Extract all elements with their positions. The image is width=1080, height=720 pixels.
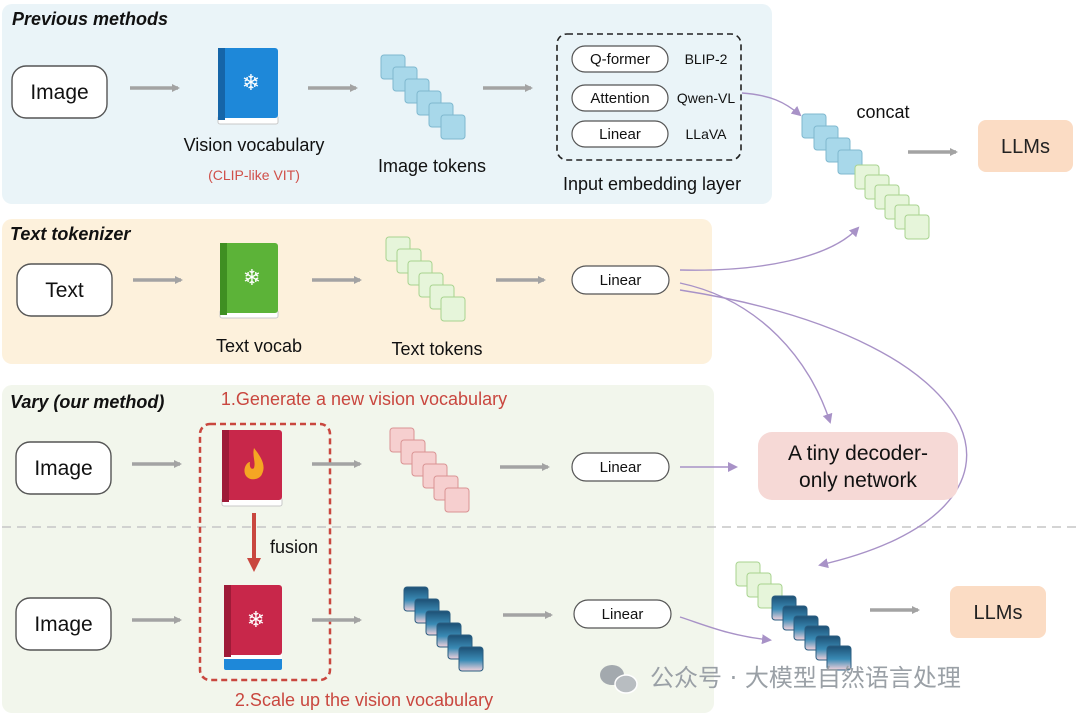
text-input-box — [16, 263, 113, 317]
image-input-box-vary1 — [15, 441, 112, 495]
attention-pill — [571, 84, 669, 112]
image-input-box-vary2 — [15, 597, 112, 651]
token-square — [444, 487, 470, 513]
vary-method-title: Vary (our method) — [10, 392, 164, 412]
linear-pill-vary1 — [571, 452, 670, 482]
linear-pill-text — [571, 265, 670, 295]
step2-label: 2.Scale up the vision vocabulary — [235, 690, 493, 710]
concat-label: concat — [856, 102, 909, 122]
wechat-icon — [600, 665, 638, 694]
image-input-label-vary2: Image — [34, 613, 92, 636]
watermark-text: 公众号 · 大模型自然语言处理 — [650, 664, 961, 692]
snowflake-icon: ❄ — [247, 608, 265, 633]
new-vision-tokens-stack — [389, 427, 470, 513]
token-square — [440, 296, 466, 322]
arrow-text-linear-to-concat — [679, 226, 860, 271]
tiny-decoder-network-box — [758, 432, 958, 500]
image-input-box-previous — [11, 65, 108, 119]
llm-label-top: LLMs — [1001, 136, 1050, 158]
concat-image-tokens-stack — [801, 113, 863, 175]
snowflake-icon: ❄ — [243, 266, 261, 291]
step1-label: 1.Generate a new vision vocabulary — [221, 389, 507, 409]
clip-like-vit-label: (CLIP-like VIT) — [208, 167, 300, 183]
text-tokenizer-title: Text tokenizer — [10, 224, 131, 244]
linear-pill-vary2 — [573, 599, 672, 629]
fused-vision-tokens-stack — [771, 595, 852, 671]
llava-label: LLaVA — [686, 126, 728, 142]
linear-label-vary1: Linear — [600, 459, 642, 476]
arrow-text-linear-to-fused-stack — [679, 289, 968, 569]
scaled-vision-tokens-stack — [403, 586, 484, 672]
image-tokens-stack — [380, 54, 466, 140]
arrow-linear-to-fused-stack — [679, 616, 772, 645]
llm-box-bottom — [950, 586, 1046, 638]
text-tokens-label: Text tokens — [391, 339, 482, 359]
input-embedding-layer-box — [556, 33, 742, 161]
fusion-label: fusion — [270, 537, 318, 557]
q-former-label: Q-former — [590, 51, 650, 68]
token-square — [458, 646, 484, 672]
token-square — [826, 645, 852, 671]
decoder-label-line2: only network — [799, 469, 917, 492]
vary-method-panel — [2, 385, 714, 713]
blip2-label: BLIP-2 — [685, 51, 728, 67]
linear-label-embedding: Linear — [599, 126, 641, 143]
q-former-pill — [571, 45, 669, 73]
vision-vocabulary-book-icon: ❄ — [217, 48, 279, 125]
text-input-label: Text — [45, 279, 84, 302]
concat-text-tokens-stack — [854, 164, 930, 240]
input-embedding-layer-label: Input embedding layer — [563, 174, 741, 194]
image-tokens-label: Image tokens — [378, 156, 486, 176]
linear-label-vary2: Linear — [602, 606, 644, 623]
new-vocabulary-highlight-box — [198, 422, 332, 682]
arrow-text-linear-to-decoder — [679, 282, 833, 424]
snowflake-icon: ❄ — [242, 71, 260, 96]
image-input-label-previous: Image — [30, 81, 88, 104]
new-vision-vocabulary-book-icon — [221, 430, 283, 507]
llm-box-top — [978, 120, 1073, 172]
arrow-embedding-to-concat — [741, 92, 802, 117]
previous-methods-title: Previous methods — [12, 9, 168, 29]
text-vocab-book-icon: ❄ — [219, 243, 279, 319]
flame-icon — [244, 448, 264, 480]
scaled-vision-vocabulary-book-icon: ❄ — [224, 585, 282, 670]
qwen-vl-label: Qwen-VL — [677, 90, 736, 106]
text-vocab-label: Text vocab — [216, 336, 302, 356]
llm-label-bottom: LLMs — [974, 602, 1023, 624]
attention-label: Attention — [590, 90, 649, 107]
linear-label-text: Linear — [600, 272, 642, 289]
decoder-label-line1: A tiny decoder- — [788, 442, 928, 465]
text-tokenizer-panel — [2, 219, 712, 364]
text-tokens-stack — [385, 236, 466, 322]
vision-vocabulary-label: Vision vocabulary — [184, 135, 325, 155]
token-square — [904, 214, 930, 240]
token-square — [440, 114, 466, 140]
image-input-label-vary1: Image — [34, 457, 92, 480]
linear-pill-embedding — [571, 120, 669, 148]
